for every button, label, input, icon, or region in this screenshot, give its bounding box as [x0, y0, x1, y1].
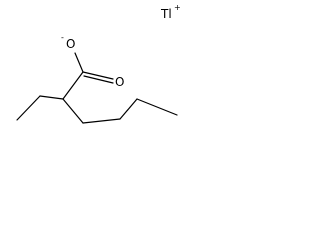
butyl-bond-3: [136, 98, 178, 116]
c-o-double-bond-b: [83, 75, 114, 84]
oxygen-minus-charge: -: [61, 33, 64, 42]
structure-diagram: Tl + O - O: [0, 0, 186, 152]
c-o-single-bond: [74, 52, 84, 73]
oxygen-minus-symbol: O: [66, 37, 75, 51]
carbonyl-oxygen-symbol: O: [115, 75, 124, 89]
alpha-to-ethyl-bond: [39, 95, 64, 100]
butyl-bond-2: [119, 98, 138, 120]
butyl-bond-1: [82, 118, 121, 124]
alpha-to-butyl-bond: [62, 98, 84, 124]
c-o-double-bond-a: [82, 71, 114, 80]
molecule-drawing: Tl + O - O: [16, 3, 181, 124]
thallium-symbol: Tl: [160, 7, 172, 21]
carboxyl-to-alpha-bond: [62, 71, 84, 100]
ethyl-bond: [16, 95, 41, 121]
thallium-charge: +: [174, 3, 181, 12]
